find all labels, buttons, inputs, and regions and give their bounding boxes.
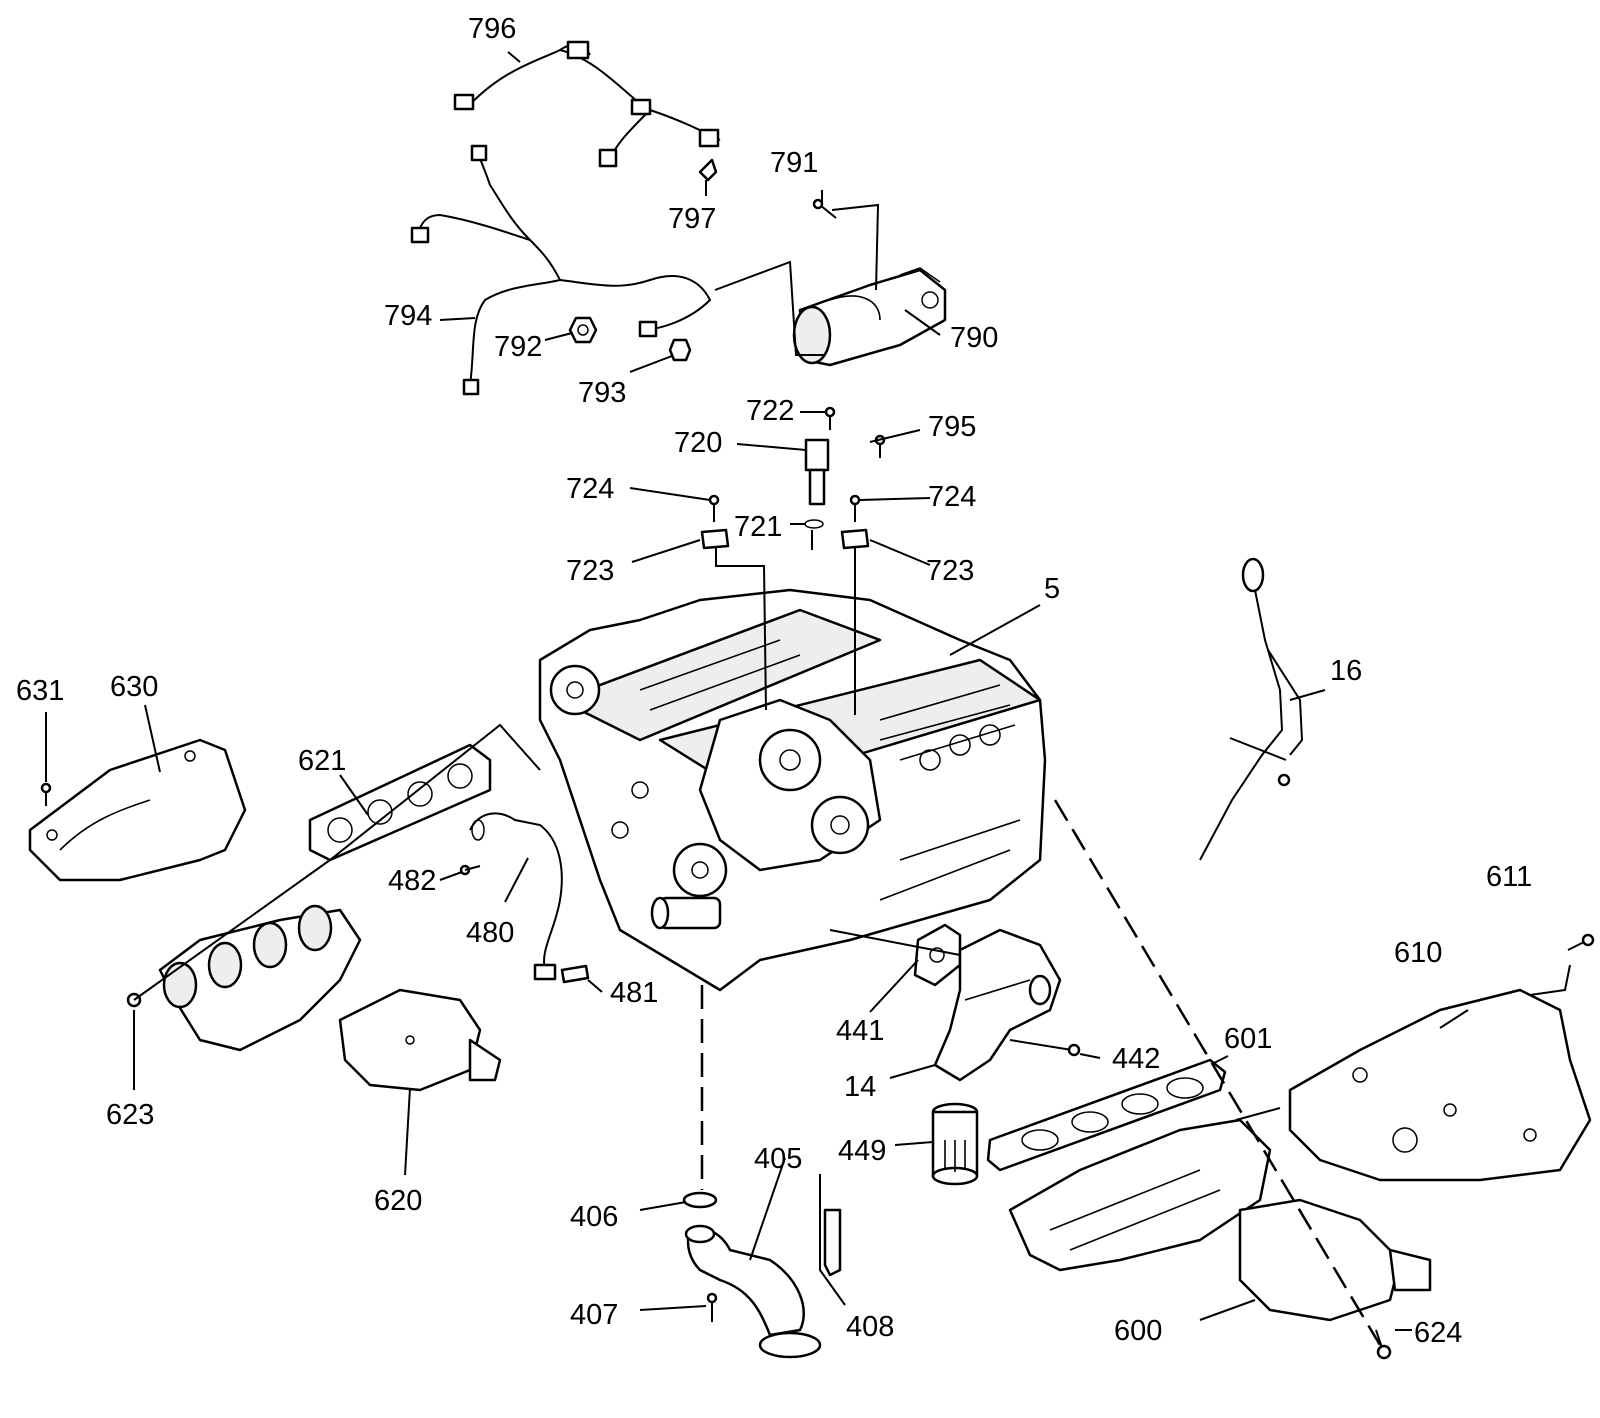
oil-filter-449 (931, 1102, 979, 1186)
bolt-442 (1009, 1039, 1081, 1057)
callout-610: 610 (1394, 937, 1442, 969)
callout-624: 624 (1414, 1317, 1462, 1349)
exhaust-manifold-620 (158, 904, 502, 1092)
callout-720: 720 (674, 427, 722, 459)
callout-791: 791 (770, 147, 818, 179)
bracket-723-right (840, 528, 870, 550)
callout-408: 408 (846, 1311, 894, 1343)
callout-441: 441 (836, 1015, 884, 1047)
callout-442: 442 (1112, 1043, 1160, 1075)
bracket-408 (823, 1208, 842, 1277)
callout-449: 449 (838, 1135, 886, 1167)
leader-lines (45, 51, 1571, 1331)
callout-797: 797 (668, 203, 716, 235)
callout-611: 611 (1486, 861, 1532, 893)
callout-721: 721 (734, 511, 782, 543)
callout-631: 631 (16, 675, 64, 707)
nut-792 (568, 316, 598, 344)
callout-600: 600 (1114, 1315, 1162, 1347)
callout-16: 16 (1330, 655, 1362, 687)
bracket-723-left (700, 528, 730, 550)
nut-793 (668, 338, 692, 362)
callout-482: 482 (388, 865, 436, 897)
wiring-harness-lower (410, 144, 712, 396)
callout-480: 480 (466, 917, 514, 949)
sensor-480 (469, 812, 563, 981)
exhaust-manifold-600 (1008, 1118, 1432, 1322)
callout-723-right: 723 (926, 555, 974, 587)
callout-794: 794 (384, 300, 432, 332)
callout-407: 407 (570, 1299, 618, 1331)
callout-790: 790 (950, 322, 998, 354)
starter-motor-790 (792, 267, 947, 367)
bolt-611 (1567, 933, 1595, 951)
heat-shield-610 (1288, 988, 1592, 1182)
callout-724-left: 724 (566, 473, 614, 505)
callout-722: 722 (746, 395, 794, 427)
wiring-harness-upper (453, 40, 721, 168)
callout-labels: 796 797 791 790 794 792 793 722 720 795 … (16, 13, 1532, 1349)
bolt-724-right (849, 494, 861, 522)
callout-406: 406 (570, 1201, 618, 1233)
callout-481: 481 (610, 977, 658, 1009)
engine-block-5 (538, 588, 1047, 992)
seal-721 (804, 519, 824, 529)
callout-601: 601 (1224, 1023, 1272, 1055)
bolt-482 (459, 864, 481, 876)
bolt-724-left (708, 494, 720, 522)
cover-441 (913, 923, 962, 987)
bolt-407 (706, 1292, 718, 1322)
alignment-dashes (700, 799, 1382, 1346)
callout-630: 630 (110, 671, 158, 703)
bolt-631 (40, 782, 52, 806)
callout-620: 620 (374, 1185, 422, 1217)
callout-723-left: 723 (566, 555, 614, 587)
clip-797 (698, 158, 718, 182)
callout-405: 405 (754, 1143, 802, 1175)
callout-795: 795 (928, 411, 976, 443)
callout-621: 621 (298, 745, 346, 777)
sensor-481 (560, 964, 590, 984)
callout-793: 793 (578, 377, 626, 409)
sensor-720 (804, 438, 830, 506)
pickup-tube-405 (684, 1224, 822, 1359)
oil-level-indicator-16 (1199, 557, 1304, 861)
callout-792: 792 (494, 331, 542, 363)
oil-filter-adapter-14 (933, 928, 1062, 1082)
bolt-624 (1375, 1329, 1392, 1360)
callout-5: 5 (1044, 573, 1060, 605)
bolt-722 (824, 406, 836, 430)
gasket-601 (986, 1058, 1227, 1172)
callout-724-right: 724 (928, 481, 976, 513)
gasket-621 (308, 743, 492, 862)
callout-623: 623 (106, 1099, 154, 1131)
callout-796: 796 (468, 13, 516, 45)
heat-shield-630 (28, 738, 247, 882)
callout-14: 14 (844, 1071, 876, 1103)
seal-406 (682, 1191, 718, 1209)
